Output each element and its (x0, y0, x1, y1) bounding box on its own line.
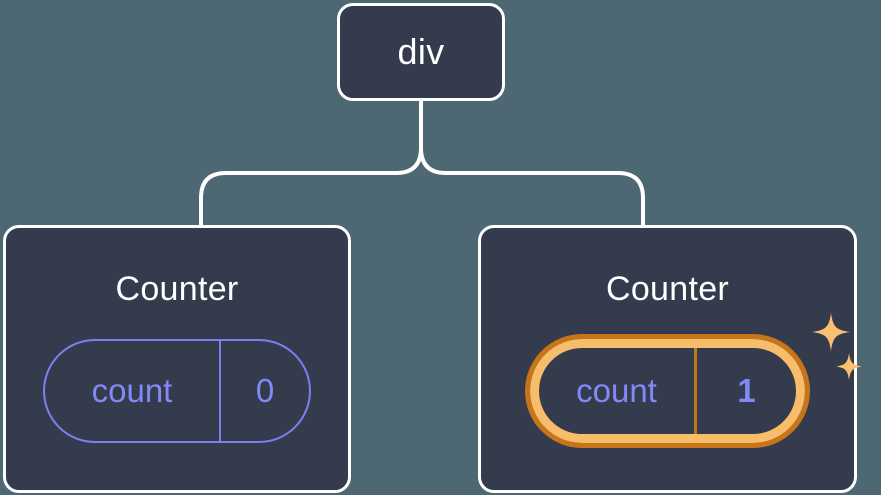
node-counter-left-label: Counter (115, 270, 239, 308)
node-root-div[interactable]: div (337, 3, 505, 101)
state-pill-right-value: 1 (694, 348, 796, 434)
node-root-label: div (397, 31, 445, 72)
sparkles-icon (812, 313, 862, 380)
connector-to-left-child (199, 146, 423, 227)
sparkle-small-icon (836, 353, 862, 380)
state-pill-left-value: 0 (219, 341, 309, 441)
state-pill-left[interactable]: count 0 (43, 339, 311, 443)
node-counter-right[interactable]: Counter count 1 (478, 225, 862, 493)
connector-to-right-child (419, 146, 645, 227)
state-pill-wrapper-left: count 0 (43, 339, 311, 443)
state-pill-right-key: count (576, 372, 657, 409)
state-pill-right[interactable]: count 1 (525, 334, 810, 448)
node-counter-right-label: Counter (605, 270, 730, 308)
sparkle-large-icon (812, 313, 850, 351)
state-pill-left-key: count (91, 372, 173, 409)
node-counter-left[interactable]: Counter count 0 (3, 225, 351, 493)
state-pill-wrapper-right: count 1 (525, 313, 862, 448)
